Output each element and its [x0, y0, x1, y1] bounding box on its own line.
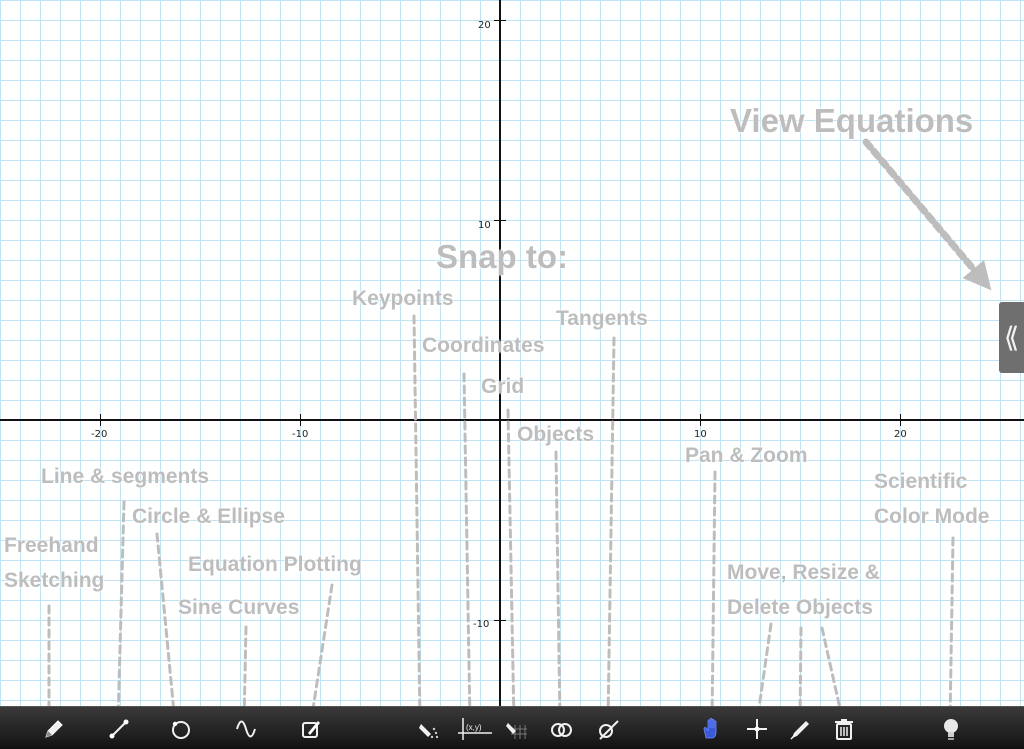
- freehand-tool-button[interactable]: [40, 715, 68, 743]
- pan-zoom-hand-icon: [703, 717, 717, 739]
- callout-snap-to: Snap to:: [436, 238, 568, 275]
- snap-tangents-icon: [599, 720, 619, 740]
- callout-scientific: Scientific: [874, 470, 968, 493]
- y-tick-label: 10: [478, 220, 491, 231]
- callout-tangents: Tangents: [556, 307, 648, 330]
- bottom-toolbar: (x,y): [0, 706, 1024, 749]
- x-tick-label: -10: [292, 429, 309, 440]
- snap-grid-icon: [506, 723, 527, 739]
- x-tick: [900, 414, 901, 426]
- trash-icon: [835, 719, 853, 740]
- y-tick: [494, 620, 506, 621]
- sine-tool-button[interactable]: [232, 715, 260, 743]
- double-chevron-left-icon: ⟪: [1003, 321, 1020, 354]
- resize-tool-button[interactable]: [786, 715, 814, 743]
- callout-move-resize: Move, Resize &: [727, 561, 880, 584]
- callout-sine-curves: Sine Curves: [178, 596, 300, 619]
- snap-keypoints-button[interactable]: [414, 715, 442, 743]
- snap-keypoints-icon: [419, 724, 439, 739]
- move-icon: [747, 719, 767, 739]
- y-tick: [494, 20, 506, 21]
- delete-tool-button[interactable]: [830, 715, 858, 743]
- snap-tangents-button[interactable]: [594, 715, 622, 743]
- line-tool-button[interactable]: [105, 715, 133, 743]
- callout-keypoints: Keypoints: [352, 287, 454, 310]
- snap-objects-icon: [551, 723, 572, 737]
- pencil-icon: [45, 720, 63, 738]
- color-mode-button[interactable]: [937, 715, 965, 743]
- x-tick-label: -20: [91, 429, 108, 440]
- x-tick-label: 10: [694, 429, 707, 440]
- y-tick-label: -10: [473, 619, 490, 630]
- lightbulb-icon: [944, 719, 958, 740]
- x-tick: [100, 414, 101, 426]
- callout-equation-plotting: Equation Plotting: [188, 553, 362, 576]
- callout-circle-ellipse: Circle & Ellipse: [132, 505, 285, 528]
- callout-objects: Objects: [517, 423, 595, 446]
- snap-coordinates-button[interactable]: (x,y): [458, 715, 492, 743]
- circle-tool-button[interactable]: [167, 715, 195, 743]
- line-segment-icon: [109, 719, 129, 739]
- y-tick-label: 20: [478, 20, 491, 31]
- snap-coordinates-icon: (x,y): [458, 718, 492, 740]
- view-equations-tab[interactable]: ⟪: [999, 302, 1024, 373]
- callout-line-segments: Line & segments: [41, 465, 210, 488]
- x-axis: [0, 419, 1024, 421]
- callout-coordinates: Coordinates: [422, 334, 545, 357]
- x-tick-label: 20: [894, 429, 907, 440]
- callout-freehand: Freehand: [4, 534, 99, 557]
- y-axis: [499, 0, 501, 706]
- y-tick: [494, 220, 506, 221]
- callout-pan-zoom: Pan & Zoom: [685, 444, 808, 467]
- callout-view-equations: View Equations: [730, 102, 974, 139]
- callout-color-mode: Color Mode: [874, 505, 990, 528]
- snap-objects-button[interactable]: [547, 715, 575, 743]
- equation-tool-button[interactable]: [297, 715, 325, 743]
- x-tick: [300, 414, 301, 426]
- circle-icon: [172, 721, 190, 739]
- x-tick: [700, 414, 701, 426]
- coordinate-label: (x,y): [466, 723, 482, 732]
- resize-pen-icon: [790, 721, 809, 740]
- move-tool-button[interactable]: [743, 715, 771, 743]
- pan-zoom-button[interactable]: [698, 715, 726, 743]
- equation-edit-icon: [302, 721, 320, 738]
- callout-grid: Grid: [481, 375, 525, 398]
- callout-sketching: Sketching: [4, 569, 105, 592]
- snap-grid-button[interactable]: [503, 715, 531, 743]
- sine-curve-icon: [236, 720, 256, 738]
- callout-delete-objects: Delete Objects: [727, 596, 873, 619]
